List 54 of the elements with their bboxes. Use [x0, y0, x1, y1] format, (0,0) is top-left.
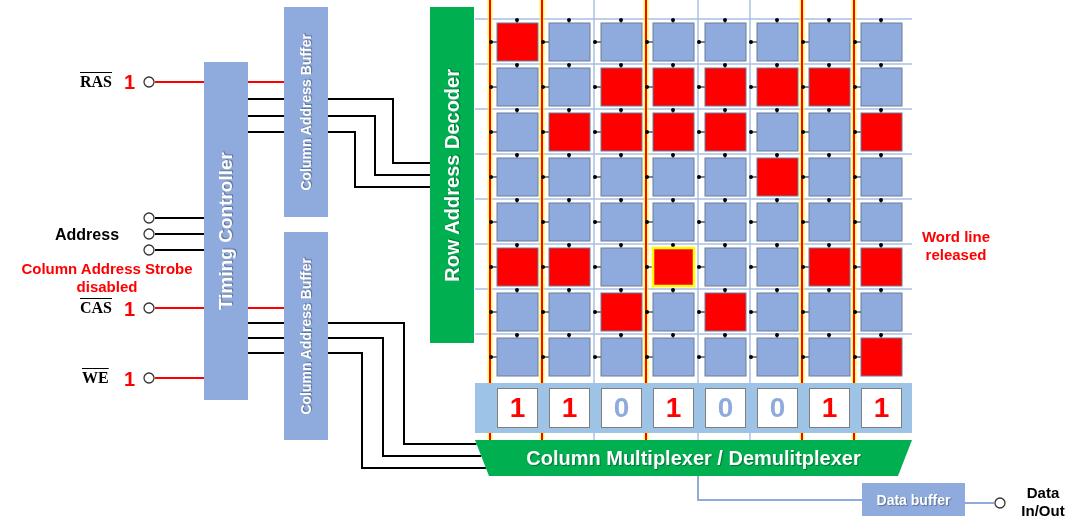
terminal-pin	[143, 302, 155, 314]
signal-line	[327, 115, 431, 176]
signal-line	[964, 502, 995, 504]
signal-line	[327, 131, 431, 188]
buffer-block: Column Address Buffer	[284, 232, 328, 440]
controller-block: Timing Controller	[204, 62, 248, 400]
signal-line	[154, 307, 205, 309]
signal-name: CAS	[80, 299, 112, 317]
terminal-pin	[143, 228, 155, 240]
signal-line	[247, 131, 285, 133]
buffer-block: Data buffer	[862, 483, 965, 516]
bit-value: 1	[549, 388, 590, 428]
terminal-pin	[143, 244, 155, 256]
signal-line	[327, 322, 478, 445]
signal-line	[327, 352, 487, 469]
signal-line	[697, 475, 863, 501]
terminal-pin	[143, 372, 155, 384]
signal-line	[247, 81, 285, 83]
bit-value: 1	[653, 388, 694, 428]
bit-register-bar	[475, 383, 912, 433]
signal-line	[154, 217, 205, 219]
terminal-pin	[143, 76, 155, 88]
signal-line	[154, 249, 205, 251]
bit-value: 0	[705, 388, 746, 428]
terminal-pin	[143, 212, 155, 224]
multiplexer-block: Column Multiplexer / Demulitplexer	[475, 440, 912, 476]
signal-line	[247, 98, 285, 100]
signal-name: WE	[82, 369, 109, 387]
signal-name: Address	[55, 226, 120, 244]
signal-line	[247, 307, 285, 309]
bit-value: 1	[861, 388, 902, 428]
bit-value: 1	[497, 388, 538, 428]
signal-line	[247, 322, 285, 324]
signal-line	[154, 377, 205, 379]
bit-value: 1	[809, 388, 850, 428]
logic-level: 1	[124, 368, 136, 391]
logic-level: 1	[124, 71, 136, 94]
buffer-block: Column Address Buffer	[284, 7, 328, 217]
decoder-block: Row Address Decoder	[430, 7, 474, 343]
signal-line	[154, 233, 205, 235]
signal-line	[247, 352, 285, 354]
bit-value: 0	[757, 388, 798, 428]
signal-line	[154, 81, 205, 83]
terminal-pin	[994, 497, 1006, 509]
port-label: Data In/Out	[1020, 484, 1066, 520]
signal-line	[247, 115, 285, 117]
annotation: Column Address Strobe disabled	[20, 260, 194, 296]
signal-name: RAS	[80, 73, 112, 91]
logic-level: 1	[124, 298, 136, 321]
bit-value: 0	[601, 388, 642, 428]
signal-line	[247, 337, 285, 339]
signal-line	[327, 98, 431, 164]
annotation: Word line released	[920, 228, 992, 264]
signal-line	[327, 337, 483, 457]
